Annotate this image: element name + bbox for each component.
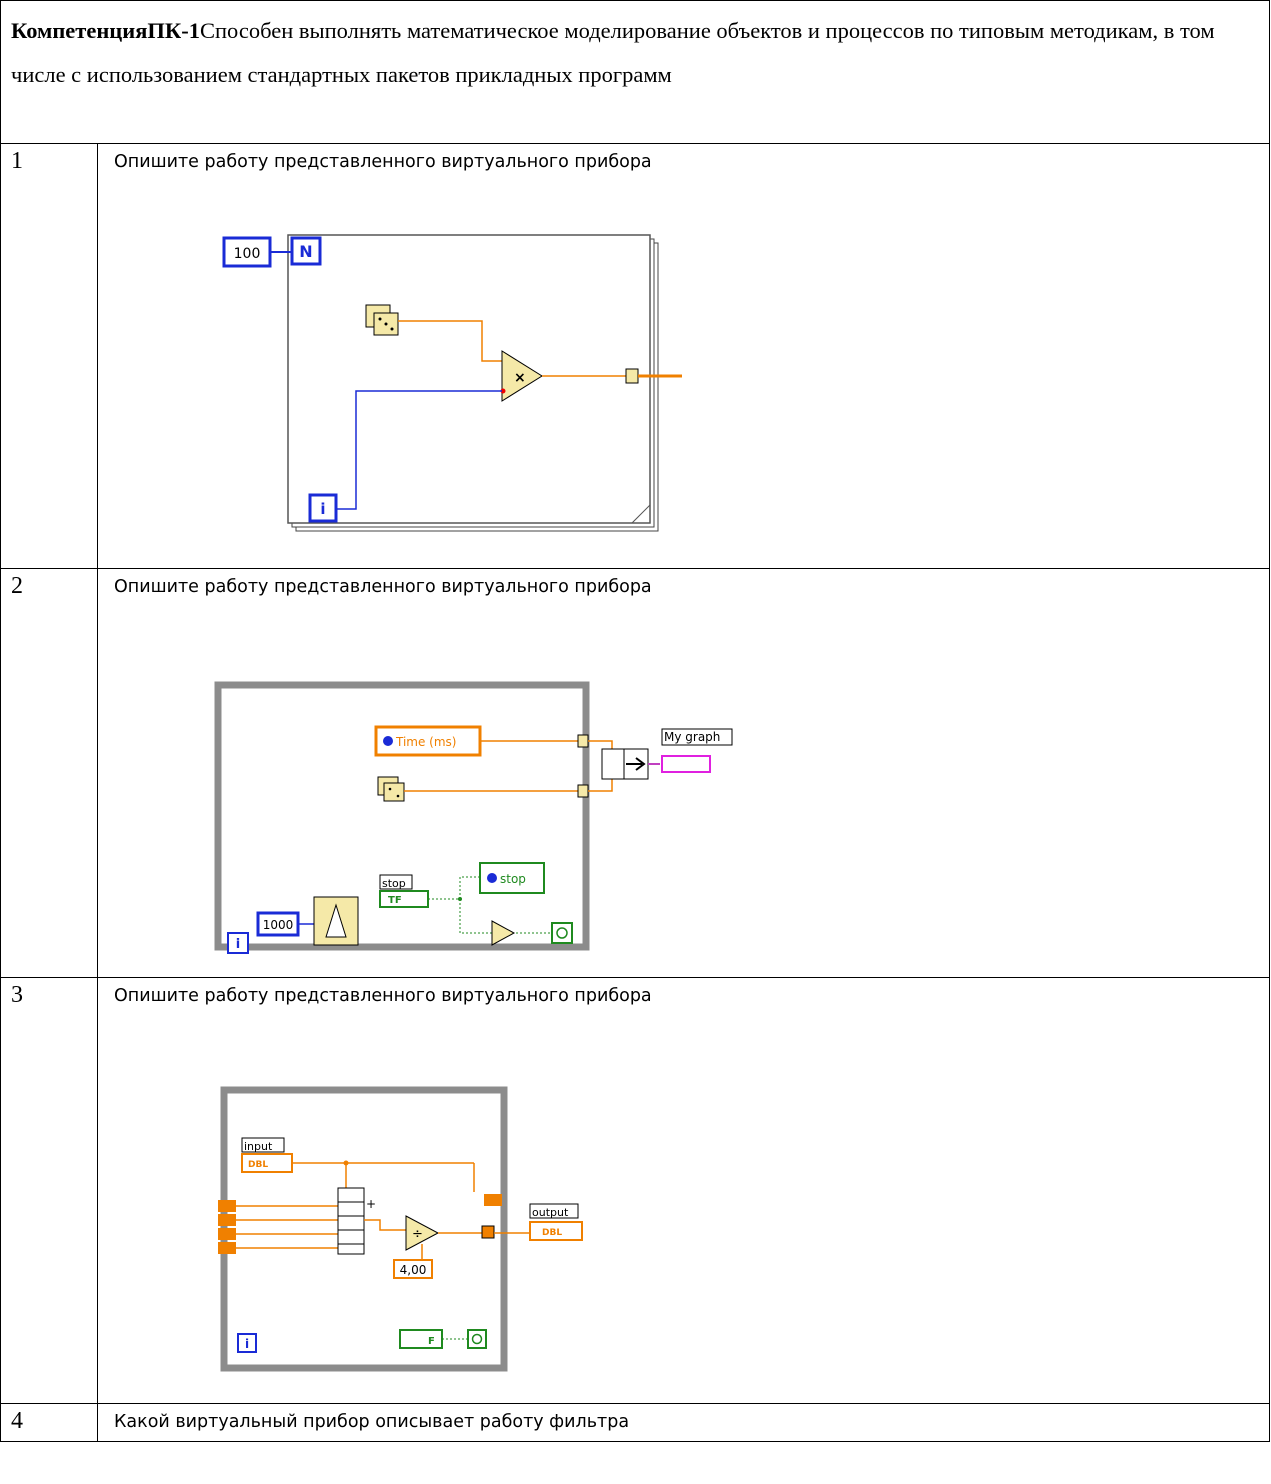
shift-registers-left [218,1200,236,1254]
for-loop-frame [287,234,651,524]
competency-header: КомпетенцияПК-1Способен выполнять матема… [0,0,1270,144]
divisor-constant [393,1259,433,1279]
competency-code: КомпетенцияПК-1 [11,18,200,43]
iteration-terminal [237,1333,257,1353]
false-constant [399,1329,443,1349]
while-loop-diagram: Time (ms) My graph [214,681,733,954]
header-row: КомпетенцияПК-1Способен выполнять матема… [0,0,1270,144]
question-text: Опишите работу представленного виртуальн… [114,152,652,172]
task-table: КомпетенцияПК-1Способен выполнять матема… [0,0,1270,1442]
iteration-terminal [308,493,338,523]
stop-control-type: TF [388,895,402,906]
row-number: 1 [0,143,98,569]
count-terminal [290,236,322,266]
output-indicator [529,1221,583,1241]
loop-condition [551,922,573,944]
iteration-terminal-label: i [245,1337,249,1351]
averaging-loop-diagram: input DBL [218,1086,583,1372]
graph-label: My graph [664,730,720,744]
table-row: 4 Какой виртуальный прибор описывает раб… [0,1403,1270,1442]
false-constant-label: F [428,1336,435,1347]
output-type: DBL [542,1228,562,1238]
competency-text: Способен выполнять математическое модели… [11,18,1215,87]
time-label: Time (ms) [395,735,457,749]
random-number-icon [377,776,405,802]
count-terminal-label: N [299,242,312,261]
output-tunnel [625,368,639,384]
row-number: 2 [0,568,98,978]
loop-condition [467,1329,487,1349]
row-number: 3 [0,977,98,1404]
input-type: DBL [248,1160,268,1170]
iteration-terminal-label: i [320,500,325,518]
table-row: 2 Опишите работу представленного виртуал… [0,568,1270,978]
divisor-value: 4,00 [400,1263,427,1277]
row-number: 4 [0,1403,98,1442]
question-cell: Опишите работу представленного виртуальн… [97,568,1270,978]
table-row: 1 Опишите работу представленного виртуал… [0,143,1270,569]
table-row: 3 Опишите работу представленного виртуал… [0,977,1270,1404]
question-text: Какой виртуальный прибор описывает работ… [114,1412,630,1432]
divide-node [405,1215,440,1251]
for-loop-diagram: 100 N × [222,234,682,532]
question-text: Опишите работу представленного виртуальн… [114,986,652,1006]
not-node [491,920,516,946]
question-text: Опишите работу представленного виртуальн… [114,577,652,597]
question-cell: Опишите работу представленного виртуальн… [97,143,1270,569]
random-number-icon [365,304,399,336]
output-label: output [532,1206,569,1219]
iteration-terminal-label: i [236,937,240,952]
output-tunnel [481,1225,495,1239]
question-cell: Какой виртуальный прибор описывает работ… [97,1403,1270,1442]
count-value: 100 [234,246,261,262]
stop-local-label: stop [500,872,526,886]
question-cell: Опишите работу представленного виртуальн… [97,977,1270,1404]
wait-value: 1000 [263,918,294,932]
iteration-terminal [227,932,249,954]
input-label: input [244,1140,273,1153]
svg-text:+: + [366,1197,376,1211]
compound-add-node [337,1187,365,1255]
svg-text:÷: ÷ [412,1227,423,1242]
stop-control-label: stop [382,877,406,890]
svg-text:×: × [514,370,526,386]
time-local-variable [374,725,482,757]
multiply-node [501,350,543,402]
shift-register-right [484,1194,502,1206]
graph-indicator [661,755,711,773]
